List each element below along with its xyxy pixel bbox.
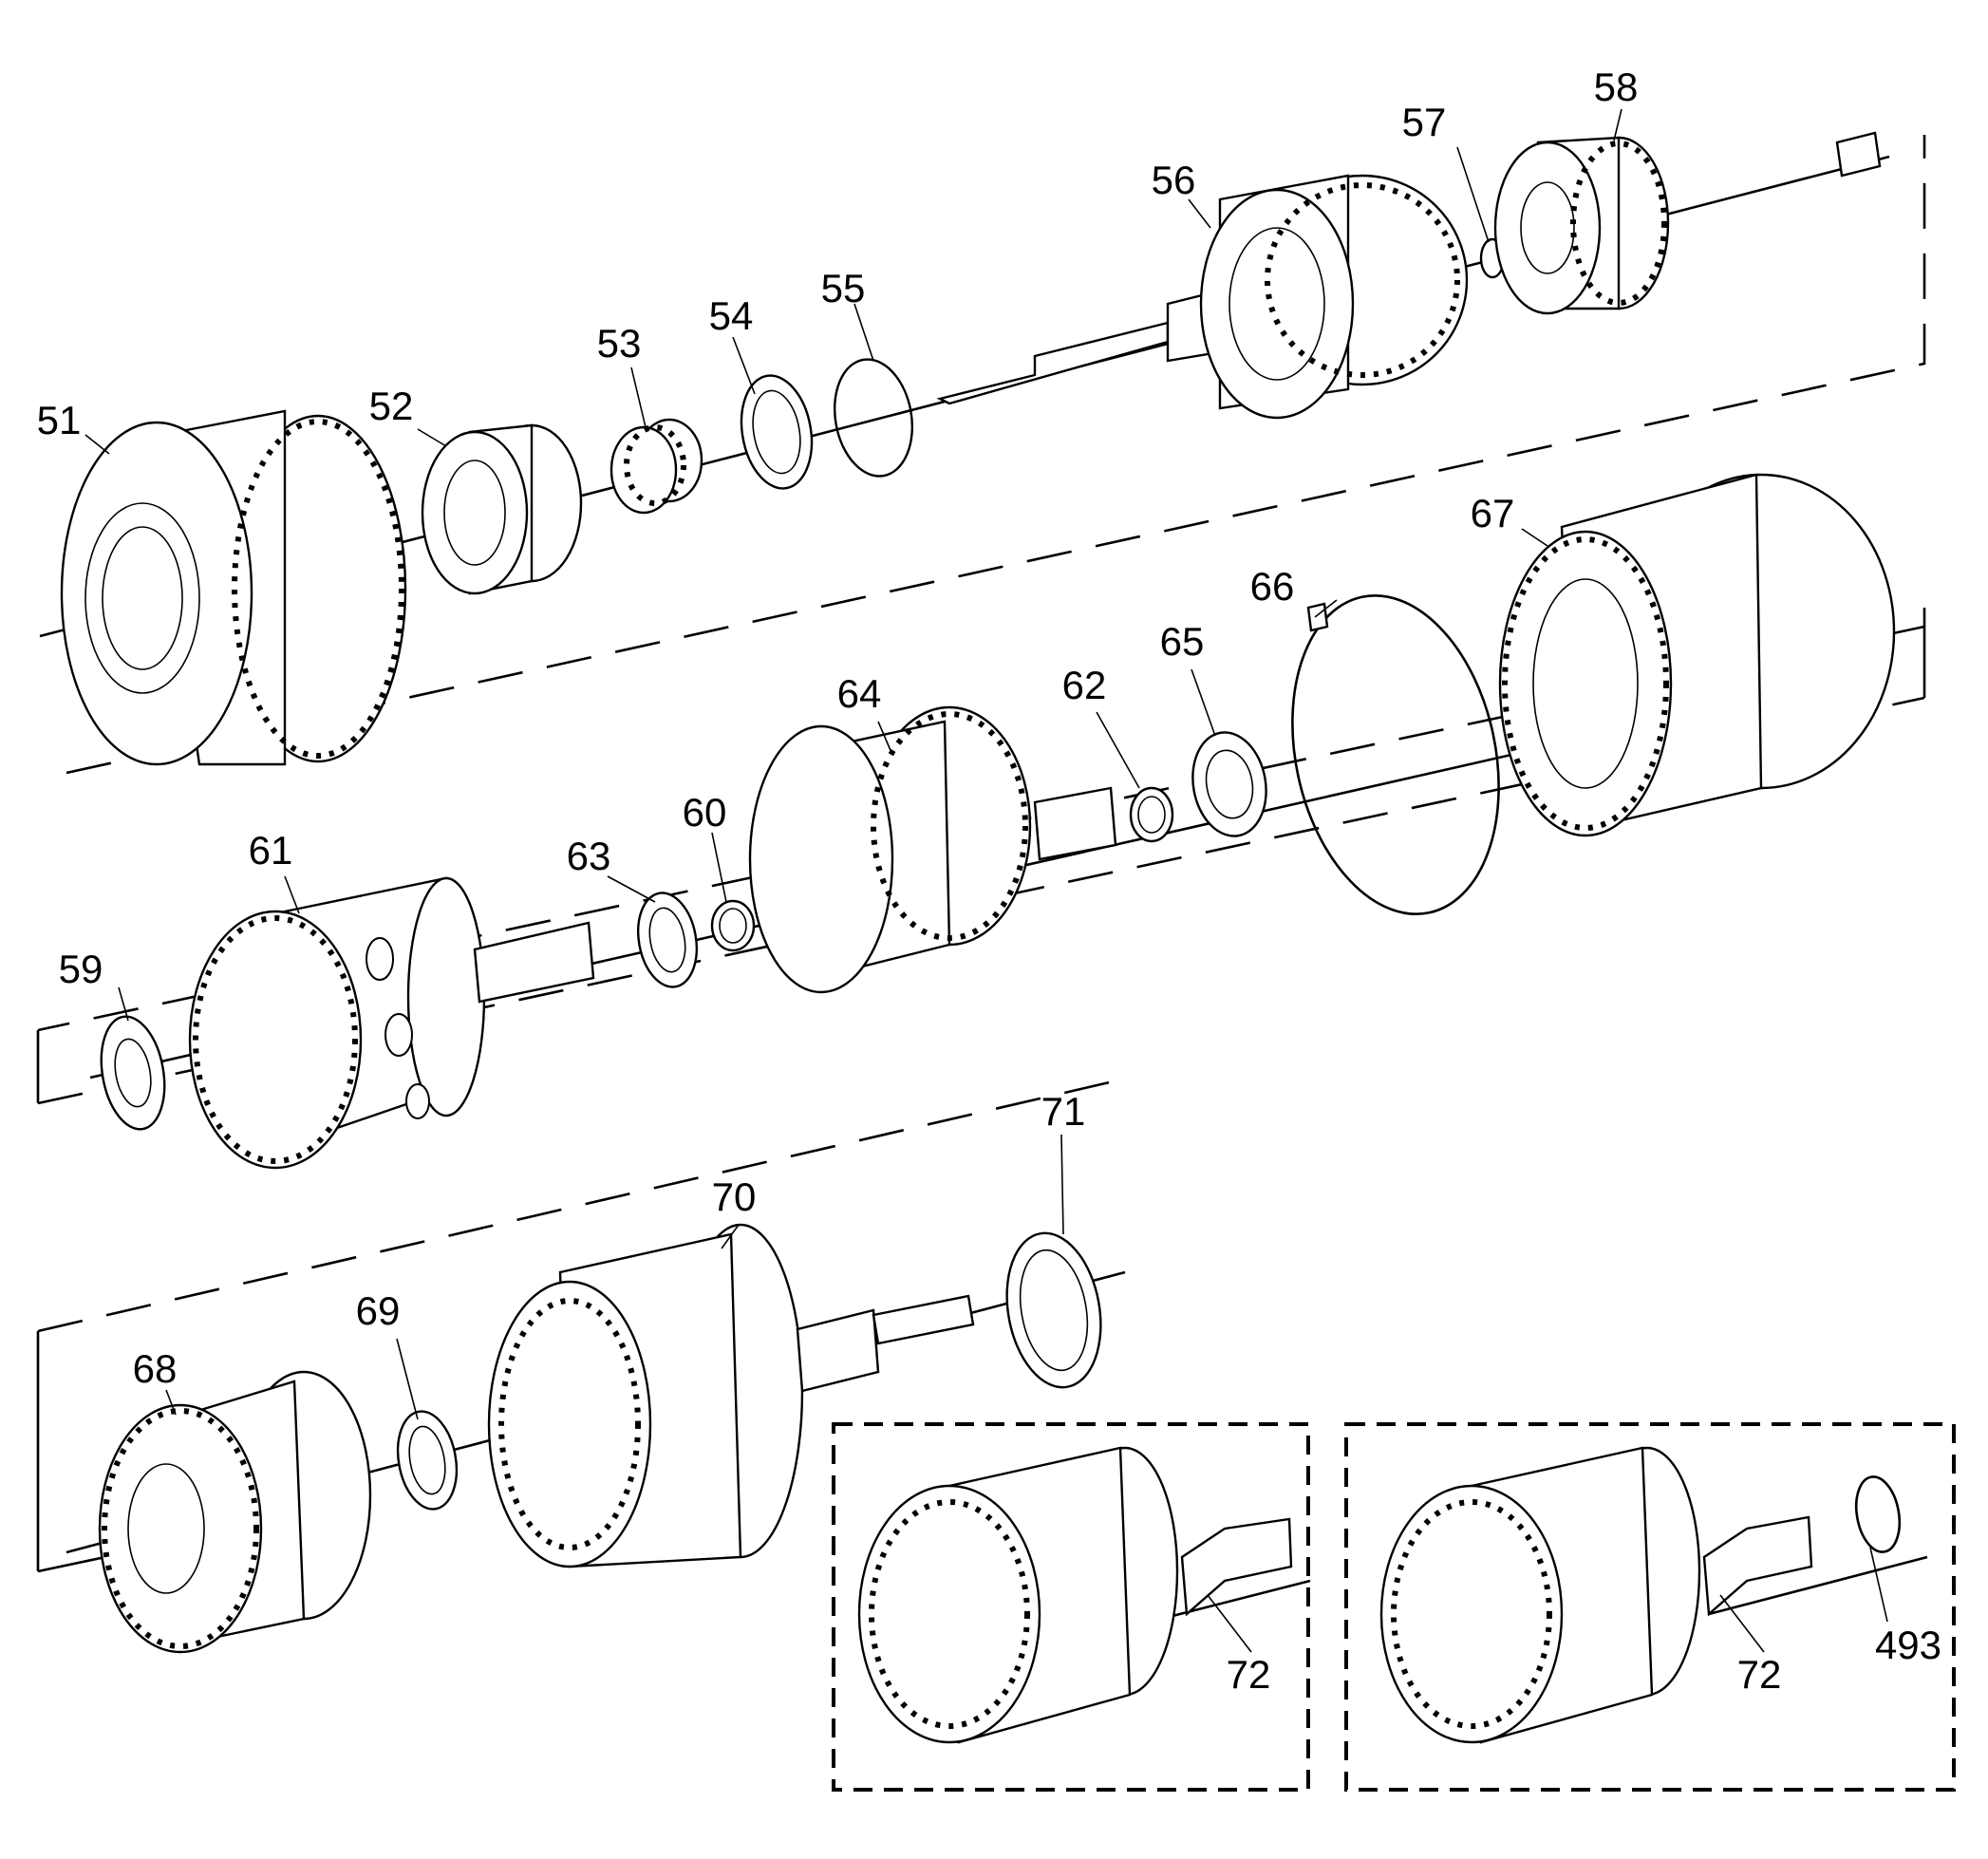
part-53-gear xyxy=(610,418,703,515)
part-65-seal xyxy=(1191,731,1267,837)
leader-lines xyxy=(84,108,1888,1653)
callout-54: 54 xyxy=(709,293,754,338)
callout-493: 493 xyxy=(1875,1623,1941,1667)
callout-59: 59 xyxy=(59,947,103,991)
part-60-bushing xyxy=(710,899,756,952)
part-61-drum xyxy=(188,876,595,1170)
part-67-housing xyxy=(1498,473,1896,837)
part-58-gear xyxy=(1493,136,1670,315)
callout-60: 60 xyxy=(683,790,727,835)
part-71-washer xyxy=(1005,1231,1102,1389)
callout-62: 62 xyxy=(1062,663,1107,707)
part-59-bearing xyxy=(100,1015,166,1131)
part-63-washer xyxy=(637,892,698,988)
part-72-right xyxy=(1379,1446,1813,1744)
callout-69: 69 xyxy=(356,1288,401,1333)
inset-box-right xyxy=(1344,1422,1956,1792)
callout-72-left: 72 xyxy=(1227,1652,1271,1697)
part-64-drum xyxy=(748,705,1117,994)
part-54-washer xyxy=(740,374,814,490)
part-72-left xyxy=(857,1446,1293,1744)
part-62-bushing xyxy=(1129,786,1174,843)
callout-53: 53 xyxy=(597,321,642,366)
callout-52: 52 xyxy=(369,384,414,428)
part-70-ring-gear xyxy=(487,1223,975,1568)
part-51-drum xyxy=(60,409,407,766)
callout-63: 63 xyxy=(567,834,611,878)
part-68-carrier xyxy=(98,1370,372,1654)
inset-box-left xyxy=(832,1422,1310,1792)
callout-55: 55 xyxy=(821,266,866,310)
callout-51: 51 xyxy=(37,398,82,442)
part-55-ring xyxy=(833,358,914,478)
part-52-carrier xyxy=(421,423,583,595)
part-input-shaft-end xyxy=(1835,131,1882,178)
callout-61: 61 xyxy=(249,828,293,873)
callout-57: 57 xyxy=(1402,100,1447,144)
part-69-washer xyxy=(396,1410,459,1511)
callout-67: 67 xyxy=(1471,491,1515,535)
callout-56: 56 xyxy=(1152,158,1196,202)
callout-65: 65 xyxy=(1160,619,1205,664)
callout-70: 70 xyxy=(712,1174,757,1219)
part-56-shaft-drum xyxy=(936,174,1469,420)
callout-labels: 51 52 53 54 55 56 57 58 59 60 61 62 63 6… xyxy=(37,65,1941,1697)
callout-66: 66 xyxy=(1250,564,1295,609)
part-493-ring xyxy=(1854,1475,1902,1553)
part-66-snap-ring xyxy=(1291,593,1500,916)
callout-72-right: 72 xyxy=(1737,1652,1782,1697)
callout-71: 71 xyxy=(1041,1089,1086,1134)
callout-64: 64 xyxy=(837,671,882,716)
callout-68: 68 xyxy=(133,1346,178,1391)
callout-58: 58 xyxy=(1594,65,1639,109)
